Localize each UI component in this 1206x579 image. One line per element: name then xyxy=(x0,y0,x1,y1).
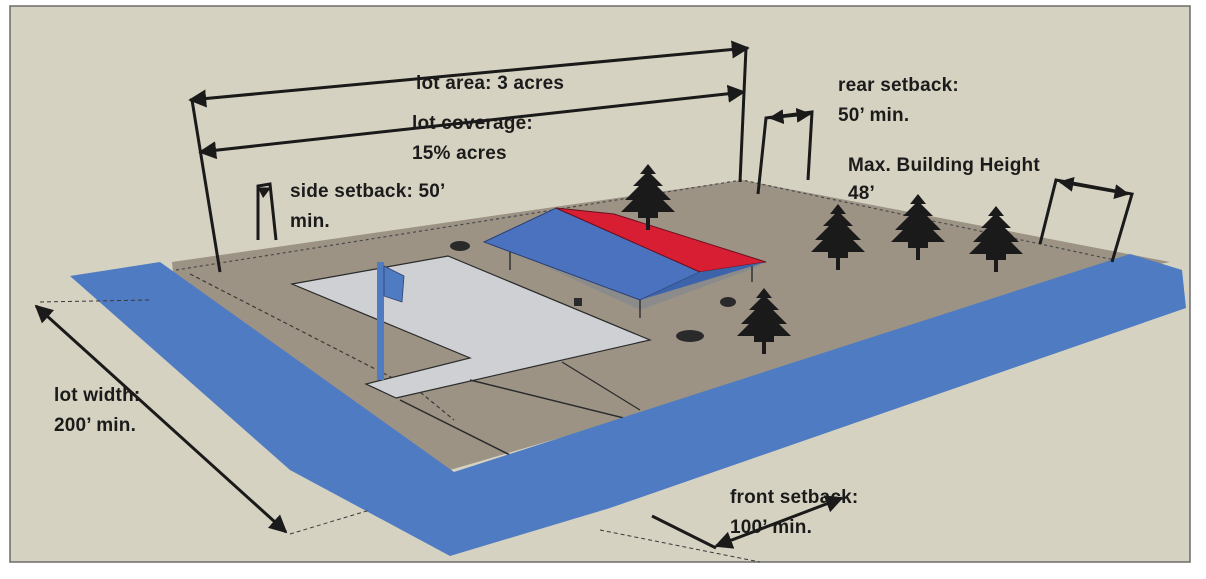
front-setback-arrow xyxy=(714,495,844,549)
lot-coverage-arrow xyxy=(198,84,746,160)
shrub xyxy=(720,297,736,307)
driveway-line xyxy=(469,379,641,423)
side-setback-label: side setback: 50’ xyxy=(290,181,446,202)
max-height-label: Max. Building Height xyxy=(848,155,1040,176)
front-boundary xyxy=(599,529,761,563)
lot-ground xyxy=(172,180,1170,470)
extension-line xyxy=(738,47,748,183)
rear-setback-value: 50’ min. xyxy=(838,105,910,126)
shrub xyxy=(574,298,582,306)
max-height-value: 48’ xyxy=(848,183,876,204)
building-roof-gable xyxy=(640,262,766,300)
lot-coverage-label: lot coverage: xyxy=(412,113,533,134)
road xyxy=(70,254,1186,556)
lot-width-arrow xyxy=(34,304,288,534)
flag xyxy=(383,265,405,303)
side-setback-value: min. xyxy=(290,211,330,232)
lot-width-label: lot width: xyxy=(54,385,141,406)
front-setback-extension xyxy=(651,514,717,550)
lot-coverage-value: 15% acres xyxy=(412,143,507,164)
flag-pole xyxy=(377,262,384,380)
front-setback-label: front setback: xyxy=(730,487,859,508)
shrub xyxy=(450,241,470,251)
front-setback-value: 100’ min. xyxy=(730,517,813,538)
lot-area-label: lot area: 3 acres xyxy=(416,73,565,94)
shrub xyxy=(676,330,704,342)
extension-line xyxy=(190,99,222,273)
side-setback-bracket xyxy=(256,182,278,241)
lot-width-value: 200’ min. xyxy=(54,415,137,436)
driveway-line xyxy=(561,361,641,411)
lot-width-boundary xyxy=(39,299,151,303)
rear-setback-label: rear setback: xyxy=(838,75,959,96)
